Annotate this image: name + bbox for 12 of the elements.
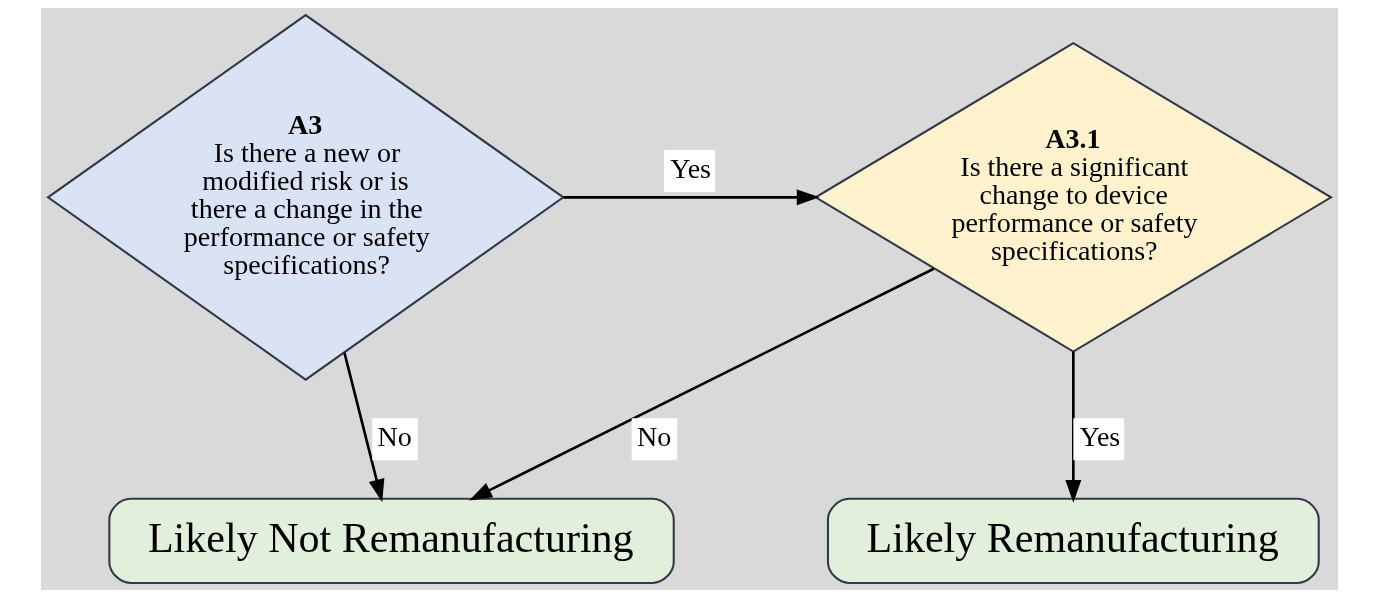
edge-label: No bbox=[377, 420, 412, 452]
node-diamond: A3 Is there a new or modified risk or is there a change in the performance or safety specifications? bbox=[46, 13, 566, 381]
arrow bbox=[343, 352, 385, 503]
edge-label: Yes bbox=[1079, 420, 1121, 452]
arrow bbox=[563, 189, 820, 206]
node-box: Likely Not Remanufacturing bbox=[108, 497, 675, 584]
arrow bbox=[1065, 351, 1082, 503]
node-diamond: A3.1 Is there a significant change to device performance or safety specifications? bbox=[813, 41, 1334, 353]
arrow bbox=[469, 267, 935, 501]
node-box: Likely Remanufacturing bbox=[826, 497, 1320, 584]
edge-label: Yes bbox=[670, 152, 712, 184]
edge-label: No bbox=[636, 420, 672, 452]
